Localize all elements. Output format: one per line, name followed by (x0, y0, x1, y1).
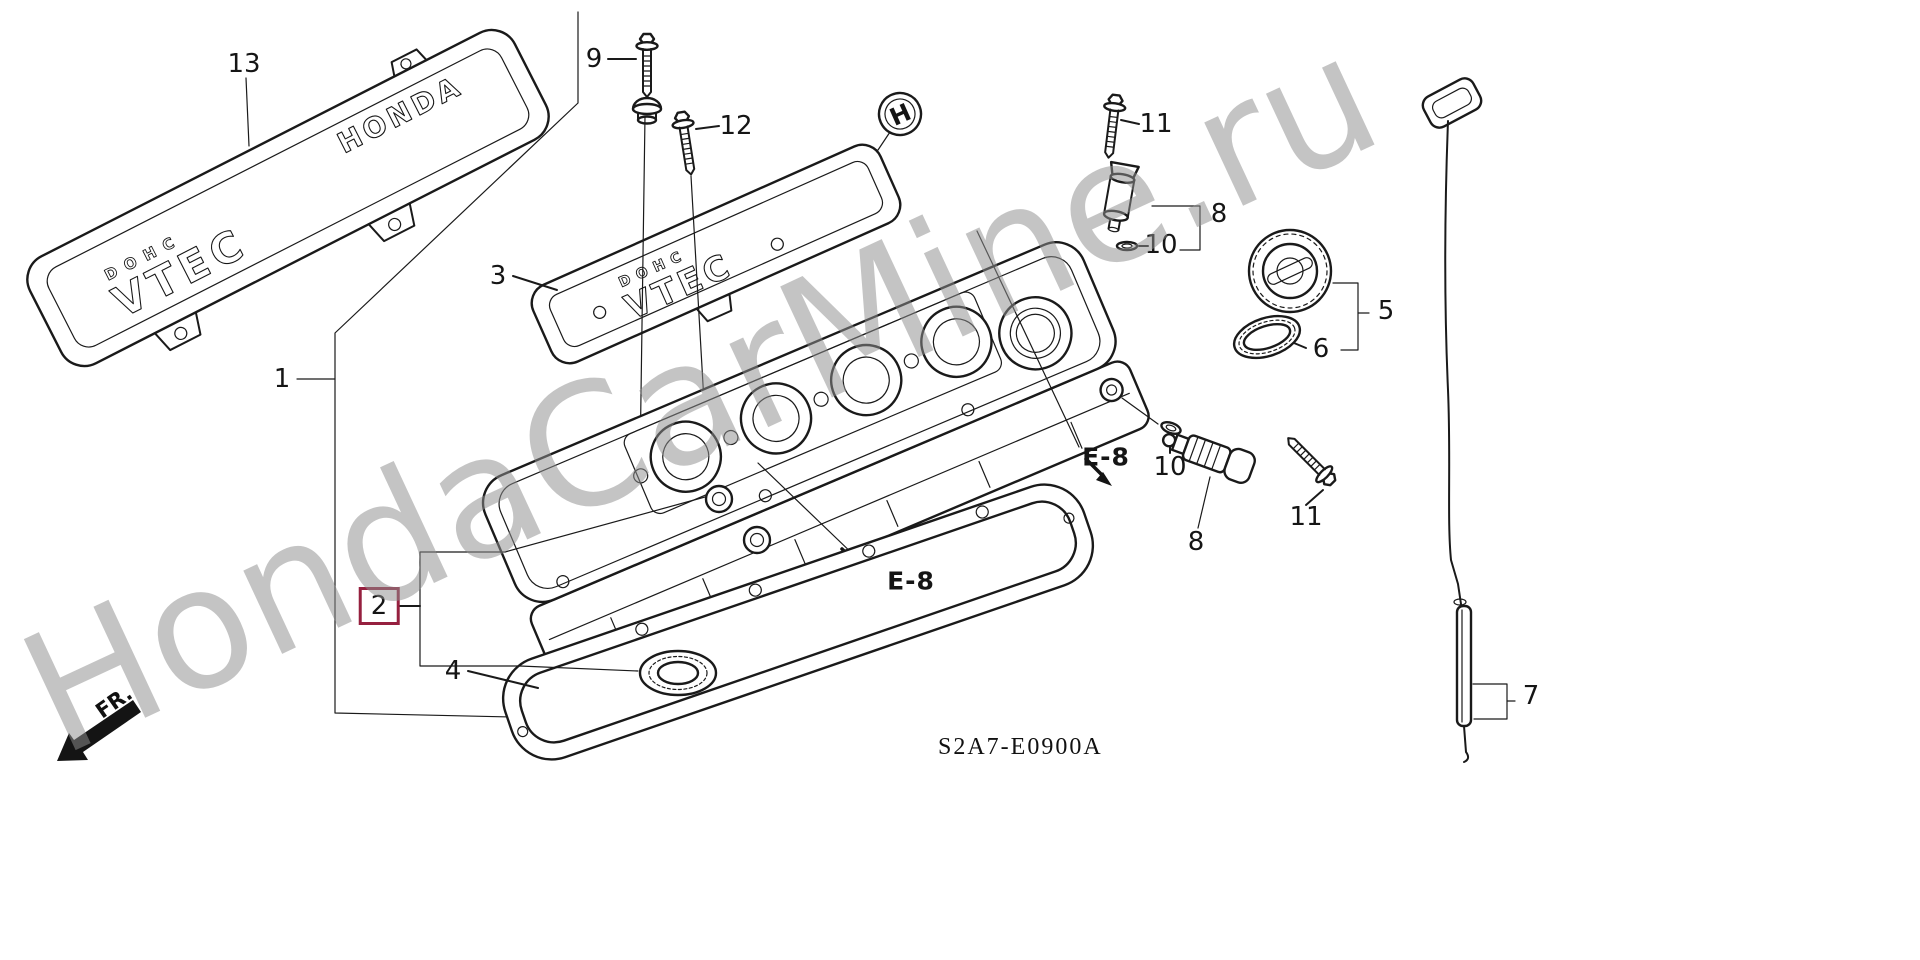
washer-10-top (1115, 240, 1139, 252)
callout-5-bracket (1332, 282, 1370, 351)
coil-cover-3: DOHC VTEC (530, 143, 902, 365)
callout-3[interactable]: 3 (489, 261, 507, 291)
sensor-8-right (1161, 433, 1256, 485)
pcv-valve-8-top (1102, 160, 1140, 233)
callout-8[interactable]: 8 (1210, 199, 1228, 229)
washer-10-right (1160, 420, 1182, 436)
callout-2[interactable]: 2 (358, 587, 400, 625)
callout-5[interactable]: 5 (1377, 296, 1395, 326)
callout-10[interactable]: 10 (1153, 452, 1187, 482)
callout-10[interactable]: 10 (1144, 230, 1178, 260)
oil-dipstick-7 (1421, 77, 1483, 763)
callout-11[interactable]: 11 (1139, 109, 1173, 139)
callout-1[interactable]: 1 (273, 364, 291, 394)
callout-8[interactable]: 8 (1187, 527, 1205, 557)
ref-e-8[interactable]: E-8 (887, 566, 935, 596)
callout-6[interactable]: 6 (1312, 334, 1330, 364)
callout-7[interactable]: 7 (1522, 681, 1540, 711)
tube-seals-installed (704, 484, 772, 555)
callout-4[interactable]: 4 (444, 656, 462, 686)
e8-arrow-1 (1084, 457, 1112, 486)
seal-washer-9 (631, 96, 663, 125)
callout-7-bracket (1472, 683, 1516, 720)
spark-plug-tube-seal-2 (638, 649, 718, 697)
callout-9[interactable]: 9 (585, 44, 603, 74)
callout-11[interactable]: 11 (1289, 502, 1323, 532)
filler-cap-gasket-6 (1232, 314, 1302, 360)
callout-1-bracket (296, 11, 579, 718)
callout-13[interactable]: 13 (227, 49, 261, 79)
cylinder-head-cover-1 (481, 241, 1150, 675)
ref-e-8[interactable]: E-8 (1082, 442, 1130, 472)
oil-filler-cap-5 (1247, 228, 1333, 314)
part-code: S2A7-E0900A (938, 734, 1103, 760)
callout-2-bracket (398, 496, 706, 672)
honda-badge: H (877, 91, 923, 137)
callout-12[interactable]: 12 (719, 111, 753, 141)
callout-8-top-bracket (1151, 205, 1201, 251)
